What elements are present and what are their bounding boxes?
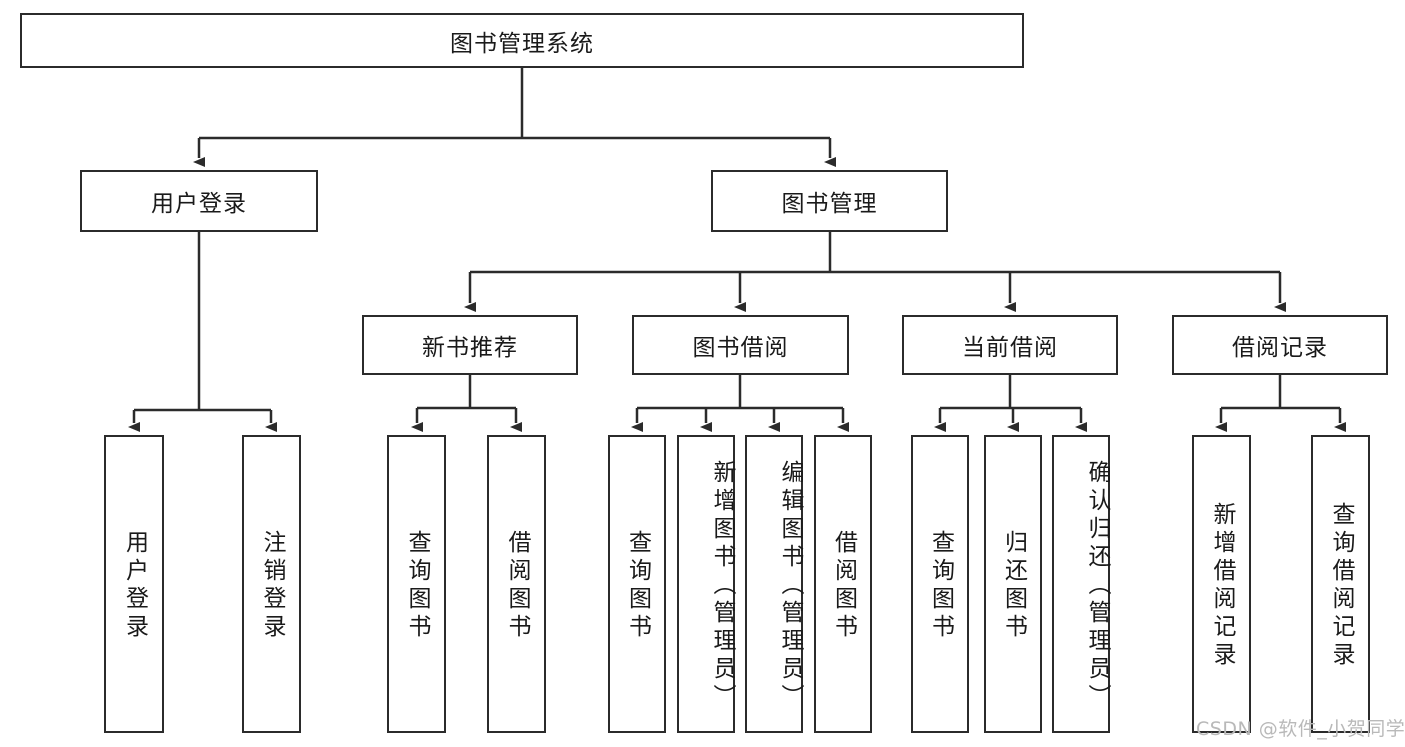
node-new-book-recommend[interactable]: 新书推荐 bbox=[362, 315, 578, 375]
node-leaf-borrow-book-rec[interactable]: 借阅图书 bbox=[487, 435, 546, 733]
node-book-manage[interactable]: 图书管理 bbox=[711, 170, 948, 232]
node-leaf-add-book[interactable]: 新增图书（管理员） bbox=[677, 435, 735, 733]
node-leaf-query-book-borrow[interactable]: 查询图书 bbox=[608, 435, 666, 733]
node-leaf-user-login[interactable]: 用户登录 bbox=[104, 435, 164, 733]
node-leaf-confirm-return[interactable]: 确认归还（管理员） bbox=[1052, 435, 1110, 733]
node-current-borrow[interactable]: 当前借阅 bbox=[902, 315, 1118, 375]
node-user-login[interactable]: 用户登录 bbox=[80, 170, 318, 232]
node-leaf-query-record[interactable]: 查询借阅记录 bbox=[1311, 435, 1370, 733]
csdn-watermark: CSDN @软件_小贺同学 bbox=[1196, 718, 1405, 740]
node-leaf-edit-book[interactable]: 编辑图书（管理员） bbox=[745, 435, 803, 733]
node-leaf-add-record[interactable]: 新增借阅记录 bbox=[1192, 435, 1251, 733]
node-book-borrow[interactable]: 图书借阅 bbox=[632, 315, 849, 375]
node-leaf-query-book-rec[interactable]: 查询图书 bbox=[387, 435, 446, 733]
node-root[interactable]: 图书管理系统 bbox=[20, 13, 1024, 68]
node-leaf-user-logout[interactable]: 注销登录 bbox=[242, 435, 301, 733]
node-borrow-records[interactable]: 借阅记录 bbox=[1172, 315, 1388, 375]
node-leaf-borrow-book[interactable]: 借阅图书 bbox=[814, 435, 872, 733]
node-leaf-return-book[interactable]: 归还图书 bbox=[984, 435, 1042, 733]
node-leaf-query-book-current[interactable]: 查询图书 bbox=[911, 435, 969, 733]
